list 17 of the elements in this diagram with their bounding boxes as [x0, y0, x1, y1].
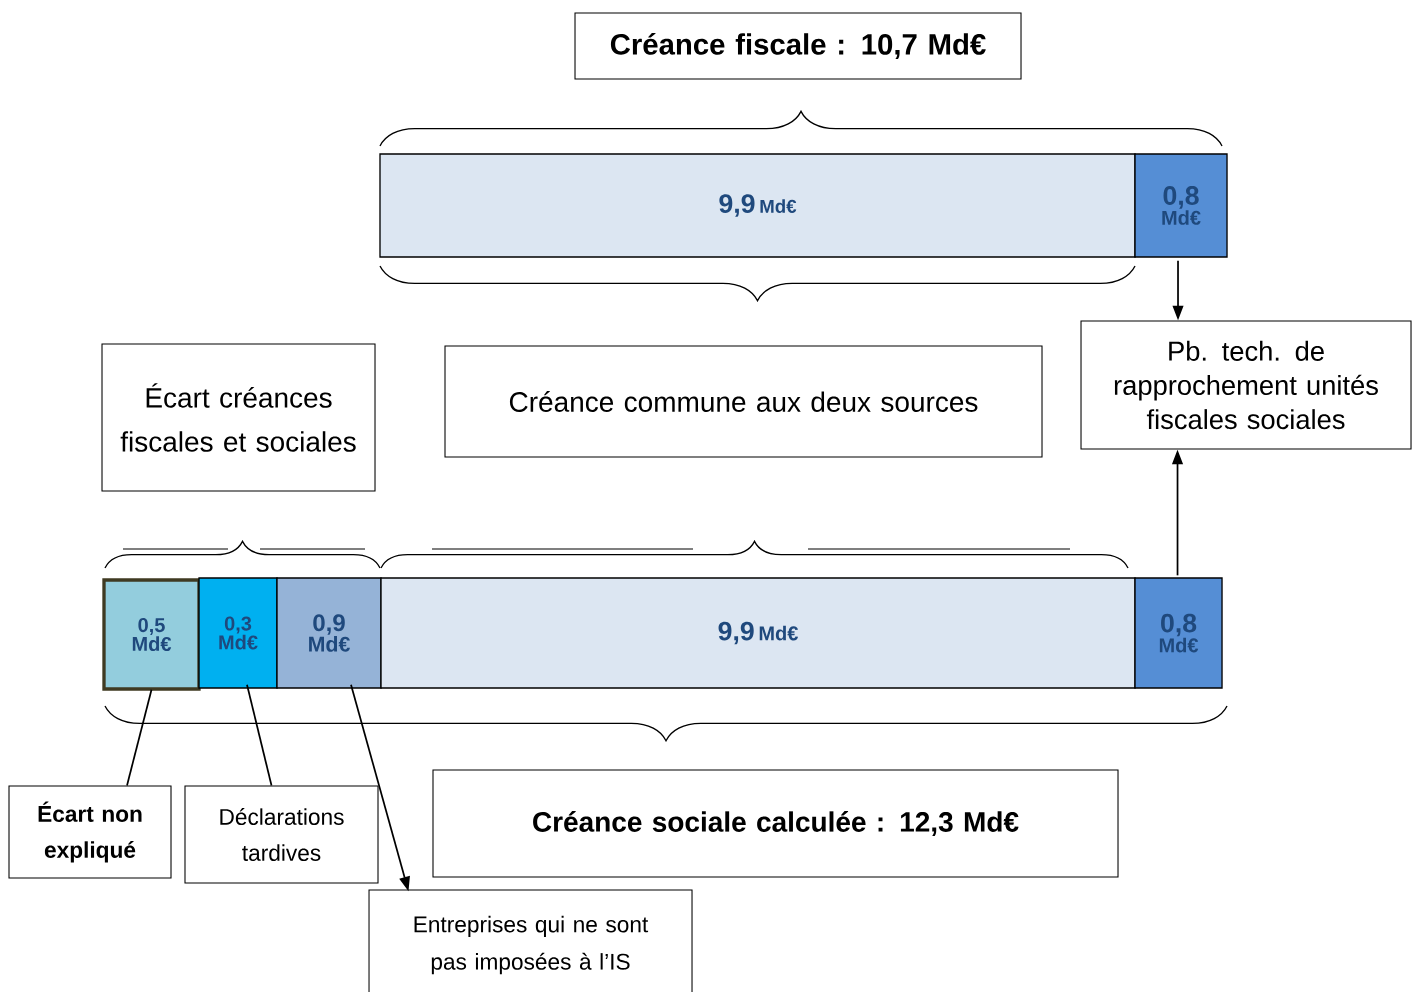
bar-segment: 9,9 Md€ [380, 577, 1136, 689]
label-box: Pb. tech. de rapprochement unités fiscales sociales [1080, 320, 1412, 450]
bar-segment: 0,8 Md€ [1134, 577, 1223, 689]
label-box: Créance commune aux deux sources [444, 345, 1043, 458]
label-box: Écart créances fiscales et sociales [101, 343, 376, 492]
bar-segment: 0,8 Md€ [1134, 153, 1228, 258]
label-box: Déclarations tardives [184, 785, 379, 884]
bar-segment: 9,9 Md€ [379, 153, 1136, 258]
label-box: Entreprises qui ne sont pas imposées à l’IS [368, 889, 693, 992]
leader-line [246, 683, 273, 787]
bar-segment: 0,5 Md€ [102, 578, 201, 691]
bar-segment: 0,3 Md€ [198, 577, 278, 689]
leader-line [126, 688, 153, 787]
label-box: Écart non expliqué [8, 785, 172, 879]
label-box: Créance sociale calculée : 12,3 Md€ [432, 769, 1119, 878]
bar-segment: 0,9 Md€ [276, 577, 382, 689]
label-box: Créance fiscale : 10,7 Md€ [574, 12, 1022, 80]
